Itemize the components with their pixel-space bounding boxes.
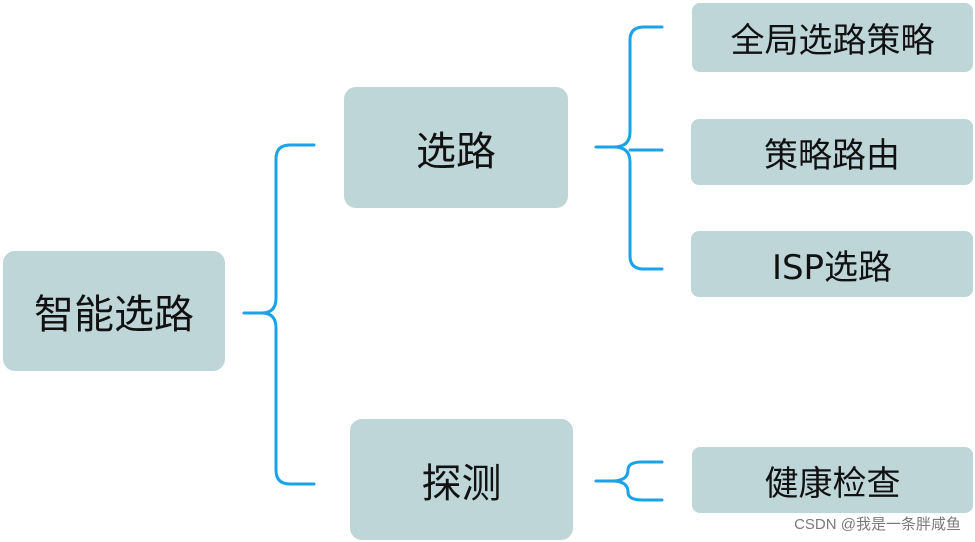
branch-node-label: 探测 (421, 460, 502, 507)
root-node-label: 智能选路 (34, 292, 194, 338)
select-brace (594, 25, 664, 271)
probe-brace (594, 460, 664, 502)
leaf-node-policy-routing: 策略路由 (691, 119, 973, 185)
branch-node-probe: 探测 (350, 419, 573, 540)
leaf-node-isp-routing: ISP选路 (691, 231, 973, 297)
branch-node-label: 选路 (416, 128, 496, 175)
root-brace (242, 143, 316, 486)
watermark-text: CSDN @我是一条胖咸鱼 (794, 516, 961, 533)
leaf-node-global-routing-policy: 全局选路策略 (692, 3, 973, 72)
root-node-smart-routing: 智能选路 (3, 251, 225, 371)
leaf-node-label: 策略路由 (764, 135, 900, 176)
leaf-node-label: ISP选路 (771, 247, 893, 288)
leaf-node-label: 健康检查 (764, 463, 901, 504)
leaf-node-label: 全局选路策略 (730, 21, 935, 61)
leaf-node-health-check: 健康检查 (692, 447, 973, 513)
branch-node-routing: 选路 (344, 87, 568, 208)
